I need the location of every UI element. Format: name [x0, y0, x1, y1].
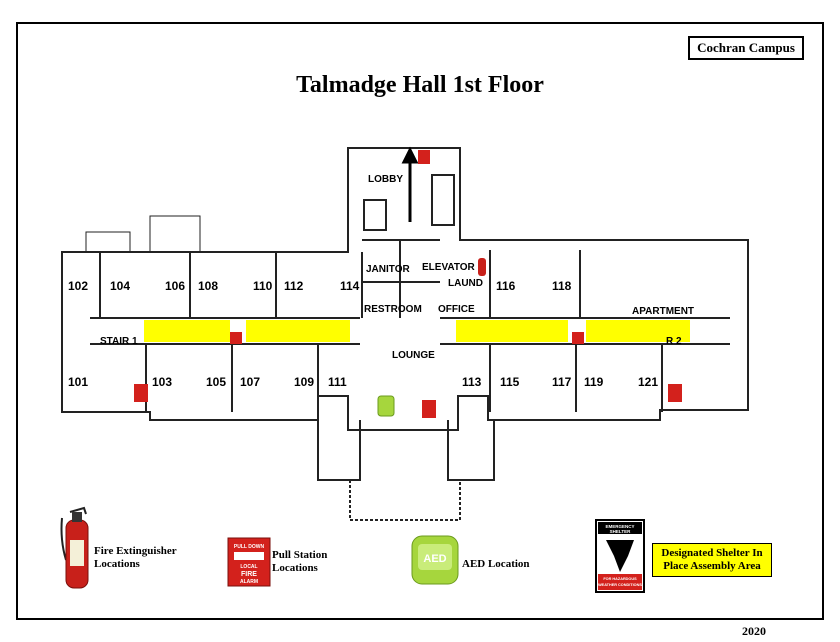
svg-text:ALARM: ALARM — [240, 579, 258, 585]
svg-text:FIRE: FIRE — [241, 571, 257, 578]
restroom-label: RESTROOM — [364, 304, 422, 315]
aed-legend-icon: AED — [411, 535, 459, 585]
room-114: 114 — [340, 279, 360, 293]
shelter-area-left-1 — [144, 320, 230, 342]
room-104: 104 — [110, 279, 130, 293]
pull-station-legend-icon: PULL DOWN LOCAL FIRE ALARM — [227, 537, 271, 587]
svg-text:FOR HAZARDOUS: FOR HAZARDOUS — [603, 577, 637, 581]
building-outline — [61, 147, 749, 431]
room-115: 115 — [500, 375, 520, 389]
room-102: 102 — [68, 279, 88, 293]
stair1-label: STAIR 1 — [100, 336, 138, 347]
emergency-shelter-sign-icon: EMERGENCY SHELTER FOR HAZARDOUS WEATHER … — [595, 519, 645, 593]
room-105: 105 — [206, 375, 226, 389]
room-119: 119 — [584, 375, 604, 389]
room-103: 103 — [152, 375, 172, 389]
pull-stations — [134, 150, 682, 418]
room-110: 110 — [253, 279, 273, 293]
aed-map-icon — [377, 395, 395, 417]
pull-station-icon — [422, 400, 436, 418]
svg-text:EMERGENCY: EMERGENCY — [605, 524, 634, 529]
janitor-label: JANITOR — [366, 264, 410, 275]
campus-label: Cochran Campus — [688, 36, 804, 60]
legend-aed-text: AED Location — [462, 558, 530, 570]
svg-text:PULL DOWN: PULL DOWN — [234, 544, 265, 550]
map-frame — [16, 22, 824, 620]
room-109: 109 — [294, 375, 314, 389]
lobby-label: LOBBY — [368, 174, 403, 185]
room-111: 111 — [328, 375, 347, 389]
apartment-label: APARTMENT — [632, 306, 694, 317]
floor-title: Talmadge Hall 1st Floor — [296, 72, 544, 98]
elevator-label: ELEVATOR — [422, 262, 476, 273]
legend-shelter-area: Designated Shelter In Place Assembly Are… — [652, 543, 772, 577]
pull-station-icon — [668, 384, 682, 402]
shelter-area-left-2 — [246, 320, 350, 342]
pull-station-icon — [418, 150, 430, 164]
room-116: 116 — [496, 279, 516, 293]
pull-station-icon — [572, 332, 584, 344]
svg-text:AED: AED — [423, 553, 446, 565]
shelter-area-right-2 — [586, 320, 690, 342]
room-117: 117 — [552, 375, 572, 389]
legend-extinguisher-text: Fire Extinguisher Locations — [94, 545, 177, 570]
svg-text:WEATHER CONDITIONS: WEATHER CONDITIONS — [598, 583, 642, 587]
stair2-label: R 2 — [666, 336, 682, 347]
legend-pull-station-text: Pull Station Locations — [272, 549, 328, 574]
office-label: OFFICE — [438, 304, 475, 315]
room-113: 113 — [462, 375, 482, 389]
room-107: 107 — [240, 375, 260, 389]
pull-station-icon — [134, 384, 148, 402]
laundry-label: LAUND — [448, 278, 483, 289]
room-108: 108 — [198, 279, 218, 293]
svg-text:SHELTER: SHELTER — [610, 529, 631, 534]
fire-extinguisher-icon — [60, 506, 89, 589]
room-121: 121 — [638, 375, 658, 389]
year-label: 2020 — [742, 624, 766, 638]
extinguisher-map-icon — [478, 258, 486, 276]
lounge-label: LOUNGE — [392, 350, 435, 361]
pull-station-icon — [230, 332, 242, 344]
room-106: 106 — [165, 279, 185, 293]
room-118: 118 — [552, 279, 572, 293]
room-101: 101 — [68, 375, 88, 389]
room-112: 112 — [284, 279, 304, 293]
shelter-area-right-1 — [456, 320, 568, 342]
entry-arrow — [401, 146, 419, 222]
svg-text:LOCAL: LOCAL — [240, 564, 257, 570]
